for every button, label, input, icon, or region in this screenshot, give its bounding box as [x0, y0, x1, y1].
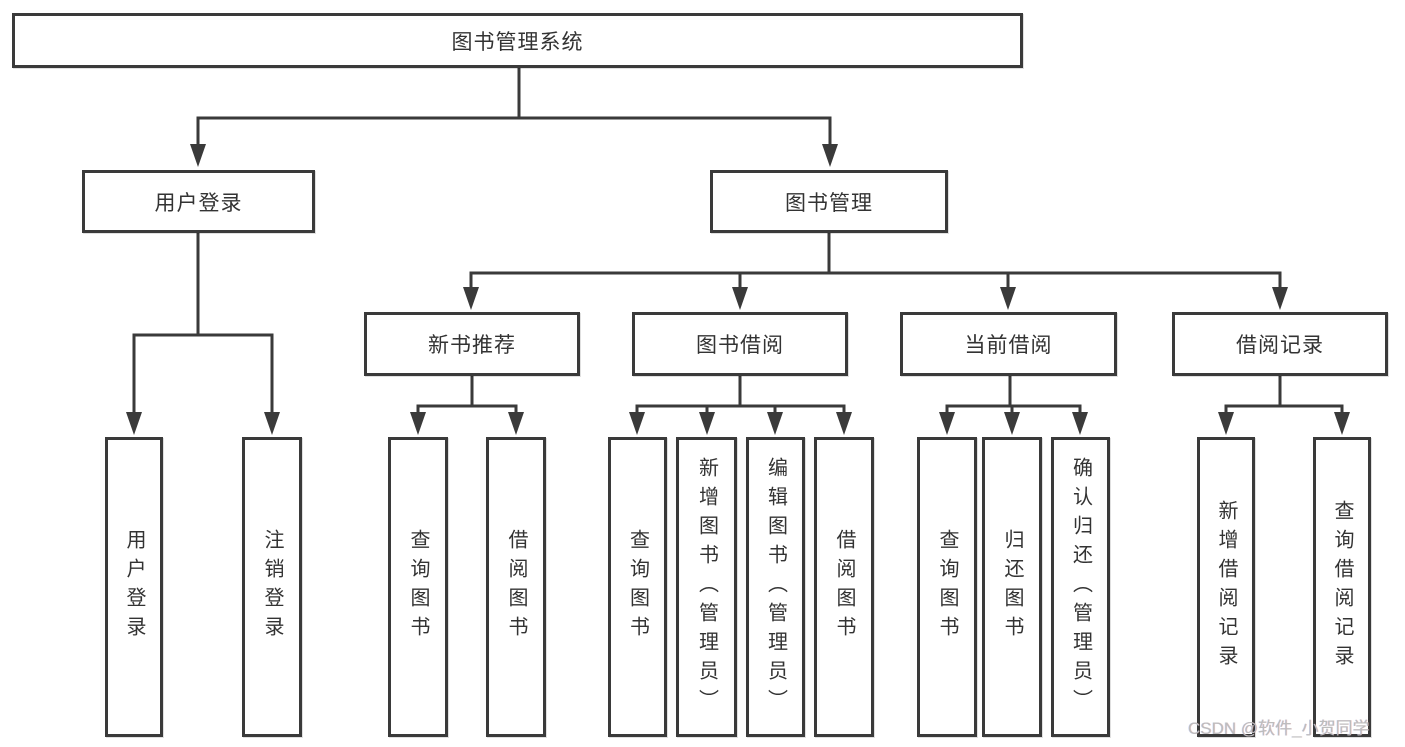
node-br-add-record-label: 新增借阅记录 — [1215, 500, 1237, 674]
arrowhead — [508, 412, 524, 435]
node-login: 用户登录 — [105, 437, 163, 737]
node-user-login-label: 用户登录 — [154, 191, 243, 215]
arrowhead — [264, 412, 280, 435]
arrowheads — [126, 144, 1350, 435]
edge-book-borrow-children — [635, 376, 846, 418]
node-br-query-record-label: 查询借阅记录 — [1331, 500, 1353, 674]
node-book-mgmt: 图书管理 — [710, 170, 948, 233]
node-br-query-record: 查询借阅记录 — [1313, 437, 1371, 737]
edge-root-level2 — [196, 68, 832, 150]
node-logout-label: 注销登录 — [261, 529, 283, 645]
node-bb-edit-books: 编辑图书（管理员） — [746, 437, 805, 737]
arrowhead — [822, 144, 838, 167]
node-rec-borrow-books-label: 借阅图书 — [505, 529, 527, 645]
node-rec-query-books-label: 查询图书 — [407, 529, 429, 645]
arrowhead — [836, 412, 852, 435]
node-cb-query-books: 查询图书 — [917, 437, 977, 737]
arrowhead — [767, 412, 783, 435]
arrowhead — [126, 412, 142, 435]
node-bb-borrow-books-label: 借阅图书 — [833, 529, 855, 645]
node-root-label: 图书管理系统 — [451, 30, 584, 54]
node-user-login: 用户登录 — [82, 170, 315, 233]
arrowhead — [732, 287, 748, 310]
arrowhead — [629, 412, 645, 435]
node-cb-confirm-return-label: 确认归还（管理员） — [1069, 456, 1092, 718]
arrowhead — [939, 412, 955, 435]
edge-book-mgmt-children — [469, 233, 1282, 292]
arrowhead — [410, 412, 426, 435]
node-book-borrow: 图书借阅 — [632, 312, 848, 376]
node-rec-borrow-books: 借阅图书 — [486, 437, 546, 737]
node-cb-confirm-return: 确认归还（管理员） — [1051, 437, 1110, 737]
node-book-borrow-label: 图书借阅 — [696, 334, 784, 357]
node-bb-edit-books-label: 编辑图书（管理员） — [764, 456, 787, 718]
node-borrow-records: 借阅记录 — [1172, 312, 1388, 376]
arrowhead — [699, 412, 715, 435]
edge-new-book-rec-children — [416, 376, 518, 418]
node-bb-add-books-label: 新增图书（管理员） — [695, 456, 718, 718]
arrowhead — [1334, 412, 1350, 435]
node-bb-query-books-label: 查询图书 — [626, 529, 649, 645]
node-br-add-record: 新增借阅记录 — [1197, 437, 1255, 737]
node-cb-query-books-label: 查询图书 — [936, 529, 958, 645]
arrowhead — [1272, 287, 1288, 310]
node-current-borrow: 当前借阅 — [900, 312, 1117, 376]
node-bb-query-books: 查询图书 — [608, 437, 667, 737]
arrowhead — [190, 144, 206, 167]
arrowhead — [1218, 412, 1234, 435]
node-login-label: 用户登录 — [123, 529, 145, 645]
node-logout: 注销登录 — [242, 437, 302, 737]
csdn-watermark: CSDN @软件_小贺同学 — [1188, 719, 1370, 738]
node-root: 图书管理系统 — [12, 13, 1023, 68]
edge-current-borrow-children — [945, 376, 1082, 418]
node-rec-query-books: 查询图书 — [388, 437, 448, 737]
arrowhead — [1000, 287, 1016, 310]
node-borrow-records-label: 借阅记录 — [1236, 334, 1324, 357]
arrowhead — [1004, 412, 1020, 435]
node-current-borrow-label: 当前借阅 — [964, 334, 1053, 357]
node-bb-borrow-books: 借阅图书 — [814, 437, 874, 737]
node-new-book-rec-label: 新书推荐 — [428, 334, 516, 357]
node-cb-return-books-label: 归还图书 — [1001, 529, 1023, 645]
edge-borrow-records-children — [1224, 376, 1344, 418]
tree-edges — [132, 68, 1344, 418]
arrowhead — [1072, 412, 1088, 435]
edge-user-login-children — [132, 233, 274, 418]
node-bb-add-books: 新增图书（管理员） — [676, 437, 737, 737]
node-book-mgmt-label: 图书管理 — [785, 191, 873, 215]
node-cb-return-books: 归还图书 — [982, 437, 1042, 737]
node-new-book-rec: 新书推荐 — [364, 312, 580, 376]
arrowhead — [463, 287, 479, 310]
